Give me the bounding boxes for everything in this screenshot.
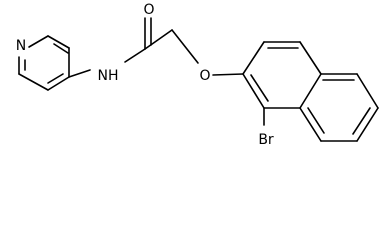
bond: [212, 73, 244, 76]
atom-label-carbonyl-o: O: [143, 2, 154, 18]
bond: [307, 107, 325, 134]
bond: [124, 48, 146, 63]
bond: [356, 107, 379, 142]
bond: [356, 73, 379, 109]
bond: [242, 73, 265, 109]
molecule-structure: N NH O O Br: [16, 2, 379, 148]
bond: [171, 29, 199, 64]
amide-linker: [68, 17, 244, 78]
bond: [47, 35, 70, 49]
naphthalene-ring-b: [299, 73, 379, 142]
bond: [53, 43, 69, 54]
bond: [68, 69, 91, 78]
bond: [47, 76, 70, 91]
bond: [299, 73, 322, 109]
atom-label-bromine: Br: [258, 132, 274, 148]
bond: [299, 107, 322, 142]
bond: [250, 74, 269, 102]
structure-canvas: N NH O O Br: [16, 2, 379, 148]
bond: [28, 35, 49, 48]
naphthalene-ring-a: [242, 41, 322, 109]
bond: [47, 73, 64, 84]
bond: [242, 41, 265, 75]
atom-label-nh: NH: [98, 68, 119, 84]
atom-label-ether-o: O: [199, 68, 210, 84]
bond: [352, 107, 371, 135]
bond: [144, 29, 173, 50]
atom-label-pyridine-n: N: [16, 38, 26, 54]
bond: [18, 73, 49, 91]
bond: [299, 41, 322, 75]
pyridine-ring: [18, 35, 70, 91]
